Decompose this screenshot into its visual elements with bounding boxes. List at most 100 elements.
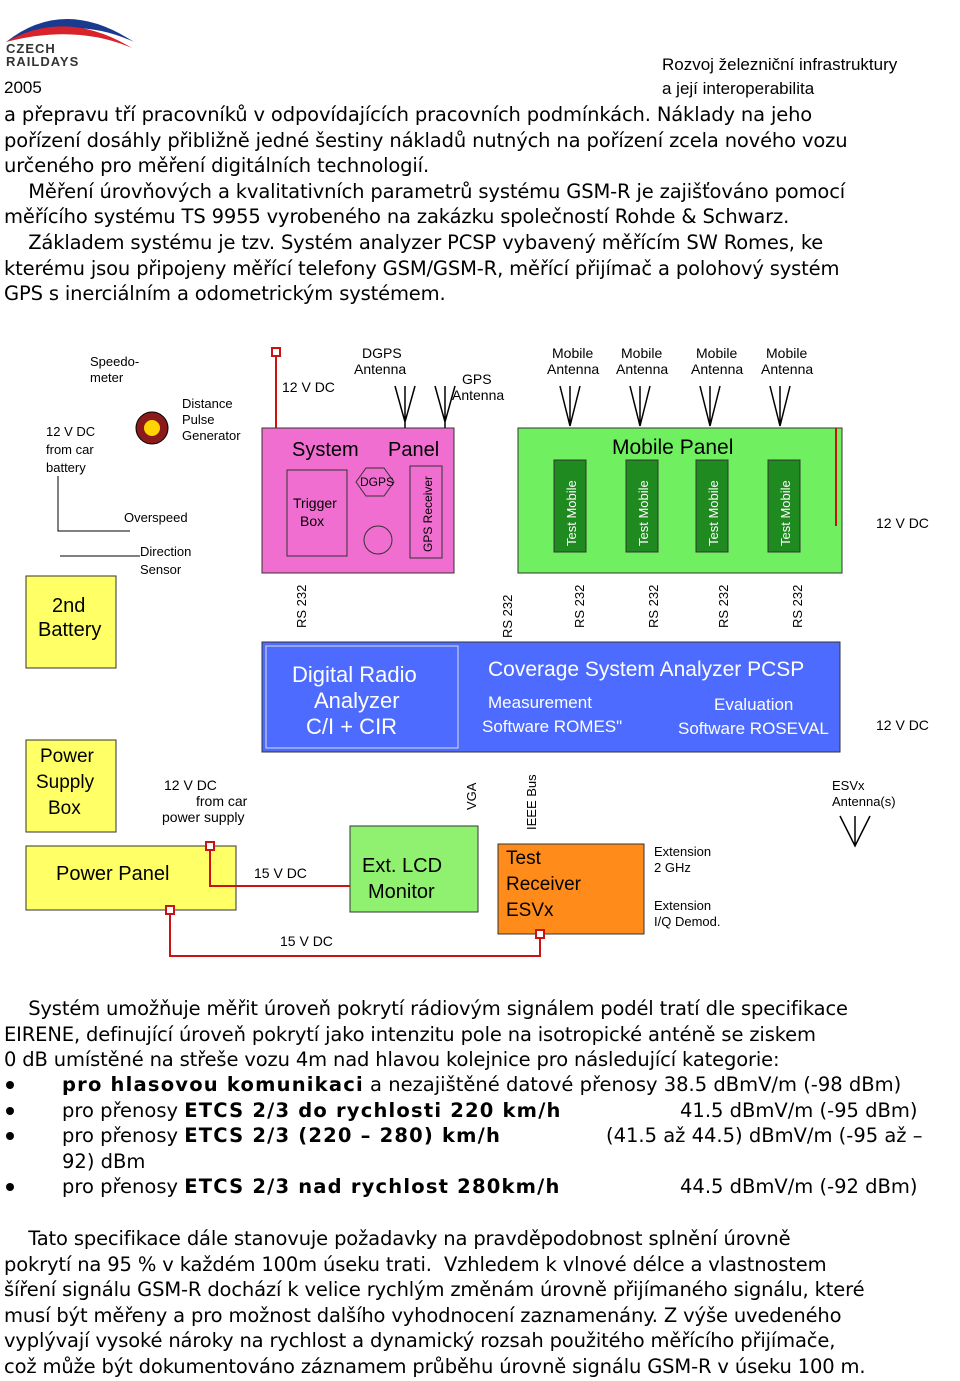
svg-text:Panel: Panel xyxy=(388,439,439,461)
svg-text:Analyzer: Analyzer xyxy=(314,688,400,713)
svg-text:Direction: Direction xyxy=(140,544,191,559)
gps-receiver xyxy=(409,465,443,559)
svg-text:12 V DC: 12 V DC xyxy=(876,515,929,531)
power-supply-box xyxy=(25,739,117,833)
gps-antenna-label: GPS xyxy=(462,371,492,387)
intro-paragraph: a přepravu tří pracovníků v odpovídající… xyxy=(4,103,848,306)
svg-text:RS 232: RS 232 xyxy=(716,585,731,628)
svg-text:Box: Box xyxy=(300,513,324,529)
list-item: pro přenosy ETCS 2/3 (220 – 280) km/h(41… xyxy=(4,1123,956,1149)
measurement-system-diagram: DGPS Antenna GPS Antenna 12 V DC Mobile … xyxy=(25,345,929,957)
svg-text:Box: Box xyxy=(48,798,81,819)
svg-text:VGA: VGA xyxy=(464,782,479,810)
svg-text:2 GHz: 2 GHz xyxy=(654,860,691,875)
list-item: pro přenosy ETCS 2/3 do rychlosti 220 km… xyxy=(4,1098,956,1124)
test-mobile-2 xyxy=(625,459,659,553)
conference-year: 2005 xyxy=(4,78,42,97)
test-mobile-3 xyxy=(695,459,729,553)
svg-text:Mobile: Mobile xyxy=(766,345,807,361)
svg-text:RS 232: RS 232 xyxy=(500,595,515,638)
dgps-antenna-label: DGPS xyxy=(362,345,402,361)
test-receiver xyxy=(497,843,645,935)
svg-text:Speedo-: Speedo- xyxy=(90,354,139,369)
svg-text:Distance: Distance xyxy=(182,396,233,411)
svg-text:15 V DC: 15 V DC xyxy=(254,865,307,881)
svg-text:C/I + CIR: C/I + CIR xyxy=(306,714,397,739)
svg-text:Supply: Supply xyxy=(36,772,95,793)
svg-text:Antenna(s): Antenna(s) xyxy=(832,794,896,809)
svg-text:Software ROSEVAL: Software ROSEVAL xyxy=(678,719,829,738)
dgps-module xyxy=(355,467,395,497)
svg-text:GPS Receiver: GPS Receiver xyxy=(421,476,435,552)
mobile-antenna-label: Mobile xyxy=(552,345,593,361)
svg-text:RS 232: RS 232 xyxy=(294,585,309,628)
page-header: CZECH RAILDAYS 2005 Rozvoj železniční in… xyxy=(0,0,960,100)
svg-text:Antenna: Antenna xyxy=(354,361,406,377)
coverage-category-list: pro hlasovou komunikaci a nezajištěné da… xyxy=(4,1072,956,1200)
svg-text:Test Mobile: Test Mobile xyxy=(564,480,579,546)
logo-wordmark: CZECH RAILDAYS xyxy=(6,41,80,69)
svg-text:12 V DC: 12 V DC xyxy=(876,717,929,733)
voltage-label: 12 V DC xyxy=(282,379,335,395)
svg-text:Trigger: Trigger xyxy=(293,495,337,511)
svg-text:RS 232: RS 232 xyxy=(790,585,805,628)
svg-text:2nd: 2nd xyxy=(52,595,85,617)
second-battery xyxy=(25,575,117,669)
svg-text:battery: battery xyxy=(46,460,86,475)
svg-text:12 V DC: 12 V DC xyxy=(164,777,217,793)
svg-text:Sensor: Sensor xyxy=(140,562,182,577)
svg-text:meter: meter xyxy=(90,370,124,385)
svg-text:Ext. LCD: Ext. LCD xyxy=(362,855,442,877)
trigger-box xyxy=(286,469,348,557)
svg-text:Pulse: Pulse xyxy=(182,412,215,427)
svg-text:ESVx: ESVx xyxy=(506,900,554,921)
svg-text:Battery: Battery xyxy=(38,619,101,641)
bullet-icon xyxy=(6,1081,14,1089)
svg-text:Test Mobile: Test Mobile xyxy=(778,480,793,546)
compass-icon xyxy=(363,525,393,555)
svg-text:Antenna: Antenna xyxy=(691,361,743,377)
svg-text:Measurement: Measurement xyxy=(488,693,592,712)
svg-text:Extension: Extension xyxy=(654,898,711,913)
svg-text:Test Mobile: Test Mobile xyxy=(706,480,721,546)
svg-text:Coverage System Analyzer PCSP: Coverage System Analyzer PCSP xyxy=(488,658,804,681)
list-item-continuation: 92) dBm xyxy=(62,1149,146,1173)
svg-text:Test: Test xyxy=(506,848,542,869)
svg-text:RS 232: RS 232 xyxy=(646,585,661,628)
svg-text:Evaluation: Evaluation xyxy=(714,695,793,714)
svg-text:IEEE Bus: IEEE Bus xyxy=(524,774,539,830)
svg-text:System: System xyxy=(292,439,359,461)
svg-text:Receiver: Receiver xyxy=(506,874,582,895)
svg-text:Antenna: Antenna xyxy=(547,361,599,377)
svg-text:RS 232: RS 232 xyxy=(572,585,587,628)
svg-text:Power: Power xyxy=(40,746,95,767)
svg-text:Monitor: Monitor xyxy=(368,881,435,903)
svg-text:Antenna: Antenna xyxy=(616,361,668,377)
svg-text:from car: from car xyxy=(46,442,94,457)
list-item: pro přenosy ETCS 2/3 nad rychlost 280km/… xyxy=(4,1174,956,1200)
test-mobile-4 xyxy=(767,459,801,553)
svg-text:15 V DC: 15 V DC xyxy=(280,933,333,949)
svg-text:Generator: Generator xyxy=(182,428,241,443)
svg-text:Extension: Extension xyxy=(654,844,711,859)
svg-text:I/Q Demod.: I/Q Demod. xyxy=(654,914,720,929)
power-panel xyxy=(25,845,237,911)
svg-text:Power Panel: Power Panel xyxy=(56,863,169,885)
svg-text:12 V DC: 12 V DC xyxy=(46,424,95,439)
outro-paragraph: Tato specifikace dále stanovuje požadavk… xyxy=(4,1227,866,1378)
svg-text:ESVx: ESVx xyxy=(832,778,865,793)
test-mobile-1 xyxy=(553,459,587,553)
spec-paragraph: Systém umožňuje měřit úroveň pokrytí rád… xyxy=(4,997,848,1072)
svg-text:Digital Radio: Digital Radio xyxy=(292,662,417,687)
svg-text:Test Mobile: Test Mobile xyxy=(636,480,651,546)
svg-text:Antenna: Antenna xyxy=(452,387,504,403)
svg-text:Mobile: Mobile xyxy=(621,345,662,361)
header-title: Rozvoj železniční infrastruktury a její … xyxy=(662,55,898,98)
svg-text:Software ROMES": Software ROMES" xyxy=(482,717,622,736)
svg-text:Overspeed: Overspeed xyxy=(124,510,188,525)
bullet-icon xyxy=(6,1183,14,1192)
svg-text:Antenna: Antenna xyxy=(761,361,813,377)
list-item: pro hlasovou komunikaci a nezajištěné da… xyxy=(4,1072,956,1098)
bullet-icon xyxy=(6,1106,14,1115)
ext-lcd-monitor xyxy=(349,825,479,913)
